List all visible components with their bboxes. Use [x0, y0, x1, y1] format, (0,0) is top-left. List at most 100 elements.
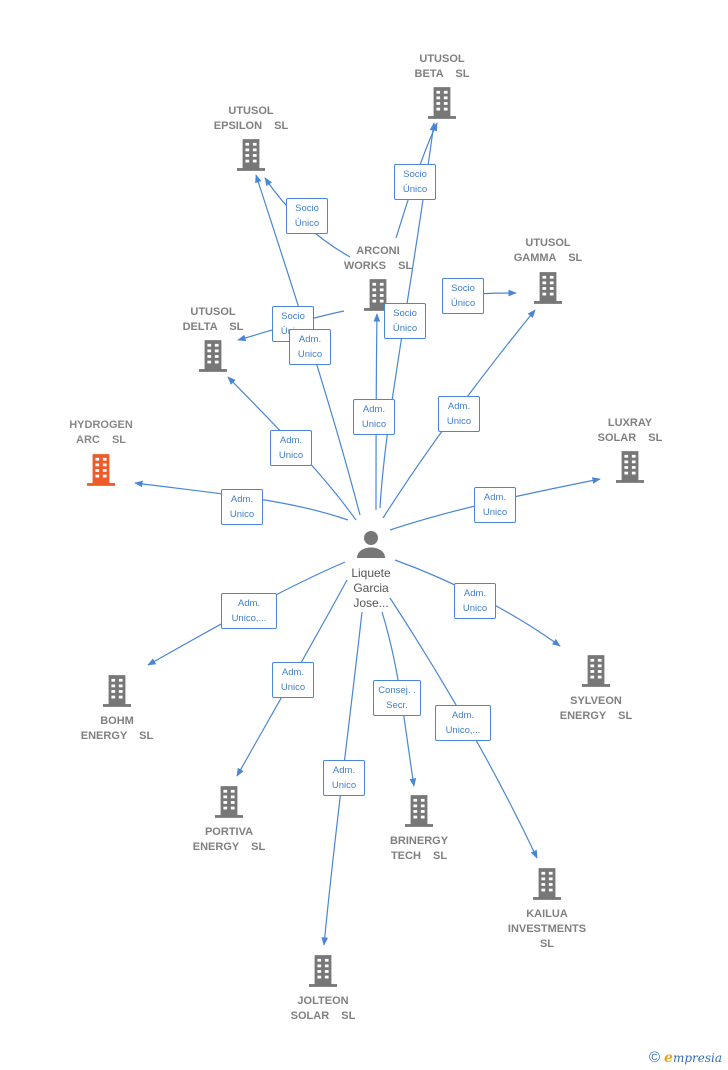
edge-label-line: Adm.	[463, 588, 487, 599]
person-label-line: Liquete	[351, 566, 391, 580]
edge-label-e16[interactable]: Adm.Unico,...	[435, 705, 491, 741]
company-label-bohm-energy[interactable]: BOHM ENERGY SL	[81, 714, 153, 744]
company-label-line: ARCONI	[356, 245, 400, 257]
company-label-line: EPSILON SL	[213, 120, 289, 132]
edge-label-line: Adm.	[237, 598, 261, 609]
company-label-line: SOLAR SL	[597, 432, 663, 444]
edge-label-line: Adm.	[451, 710, 475, 721]
building-icon[interactable]	[87, 454, 115, 486]
edge-label-line: Adm.	[281, 667, 305, 678]
edge-label-line: Adm.	[483, 492, 507, 503]
edge-label-line: Unico	[331, 780, 357, 791]
edge-label-line: Adm.	[447, 401, 471, 412]
edge-label-line: Adm.	[332, 765, 356, 776]
edge-label-e12[interactable]: Adm. Unico,...	[221, 593, 277, 629]
empresia-brand[interactable]: ©empresia	[649, 1049, 722, 1066]
edge-label-line: Unico	[297, 349, 323, 360]
company-label-portiva-energy[interactable]: PORTIVA ENERGY SL	[193, 825, 265, 855]
edge-label-e17[interactable]: Adm. Unico	[323, 760, 365, 796]
building-icon[interactable]	[199, 340, 227, 372]
building-icon[interactable]	[215, 786, 243, 818]
company-label-line: ARC SL	[76, 434, 126, 446]
company-label-utusol-epsilon[interactable]: UTUSOL EPSILON SL	[214, 104, 288, 134]
company-label-line: KAILUA	[526, 908, 568, 920]
company-label-line: BOHM	[100, 715, 134, 727]
edge-label-line: Adm.	[230, 494, 254, 505]
edge-label-line: Secr.	[386, 700, 408, 711]
edge-label-e10[interactable]: Adm. Unico	[221, 489, 263, 525]
edge-label-line: Socio	[295, 203, 319, 214]
edge-label-line: Unico	[229, 509, 255, 520]
company-label-line: UTUSOL	[525, 237, 571, 249]
company-label-line: GAMMA SL	[513, 252, 583, 264]
nodes-layer	[87, 87, 644, 987]
company-label-line: HYDROGEN	[69, 419, 133, 431]
company-label-line: INVESTMENTS	[507, 923, 587, 935]
edge-label-line: Unico	[482, 507, 508, 518]
company-label-brinergy-tech[interactable]: BRINERGY TECH SL	[390, 834, 448, 864]
company-label-line: BRINERGY	[389, 835, 449, 847]
brand-logo-e: e	[664, 1050, 673, 1066]
building-icon[interactable]	[309, 955, 337, 987]
company-label-jolteon-solar[interactable]: JOLTEON SOLAR SL	[291, 994, 356, 1024]
company-label-line: WORKS SL	[343, 260, 413, 272]
edge-label-line: Socio	[393, 308, 417, 319]
edge-label-line: Unico	[361, 419, 387, 430]
building-icon[interactable]	[582, 655, 610, 687]
edge-label-e11[interactable]: Adm. Unico	[474, 487, 516, 523]
edge-label-line: Adm.	[362, 404, 386, 415]
edge-label-line: Socio	[281, 311, 305, 322]
brand-logo-text: mpresia	[672, 1051, 722, 1065]
company-label-line: SOLAR SL	[290, 1010, 356, 1022]
person-label-line: Jose...	[353, 596, 389, 610]
edge-label-line: Adm.	[298, 334, 322, 345]
edge-label-line: Único	[294, 218, 320, 229]
edge-label-line: Unico	[446, 416, 472, 427]
edge-label-e13[interactable]: Adm.Unico	[454, 583, 496, 619]
building-icon[interactable]	[534, 272, 562, 304]
edge-label-line: Adm.	[279, 435, 303, 446]
edge-label-e6[interactable]: Adm. Unico	[289, 329, 331, 365]
building-icon[interactable]	[428, 87, 456, 119]
edge-label-line: Único	[402, 184, 428, 195]
company-label-hydrogen-arc[interactable]: HYDROGEN ARC SL	[69, 418, 133, 448]
company-label-line: UTUSOL	[228, 105, 274, 117]
company-label-line: BETA SL	[414, 68, 470, 80]
building-icon[interactable]	[405, 795, 433, 827]
edge-label-line: Socio	[451, 283, 475, 294]
edge-label-e7[interactable]: Adm. Unico	[353, 399, 395, 435]
person-label-line: Garcia	[353, 581, 389, 595]
company-label-line: ENERGY SL	[80, 730, 154, 742]
edge-label-line: Único	[392, 323, 418, 334]
company-label-line: PORTIVA	[204, 826, 254, 838]
company-label-line: ENERGY SL	[192, 841, 266, 853]
edge-label-e15[interactable]: Consej. . Secr.	[373, 680, 421, 716]
edge-label-e8[interactable]: Adm. Unico	[438, 396, 480, 432]
building-icon[interactable]	[616, 451, 644, 483]
building-icon[interactable]	[533, 868, 561, 900]
edge-label-line: Unico,...	[231, 613, 267, 624]
person-icon[interactable]	[357, 531, 385, 558]
company-label-line: JOLTEON	[297, 995, 349, 1007]
company-label-line: ENERGY SL	[559, 710, 633, 722]
edge-label-e14[interactable]: Adm.Unico	[272, 662, 314, 698]
edge-label-line: Socio	[403, 169, 427, 180]
company-label-line: TECH SL	[390, 850, 448, 862]
edge-label-line: Consej. .	[378, 685, 416, 696]
company-label-arconi-works[interactable]: ARCONI WORKS SL	[344, 244, 412, 274]
building-icon[interactable]	[237, 139, 265, 171]
edge-label-e9[interactable]: Adm.Unico	[270, 430, 312, 466]
building-icon[interactable]	[103, 675, 131, 707]
company-label-utusol-gamma[interactable]: UTUSOL GAMMA SL	[514, 236, 583, 266]
